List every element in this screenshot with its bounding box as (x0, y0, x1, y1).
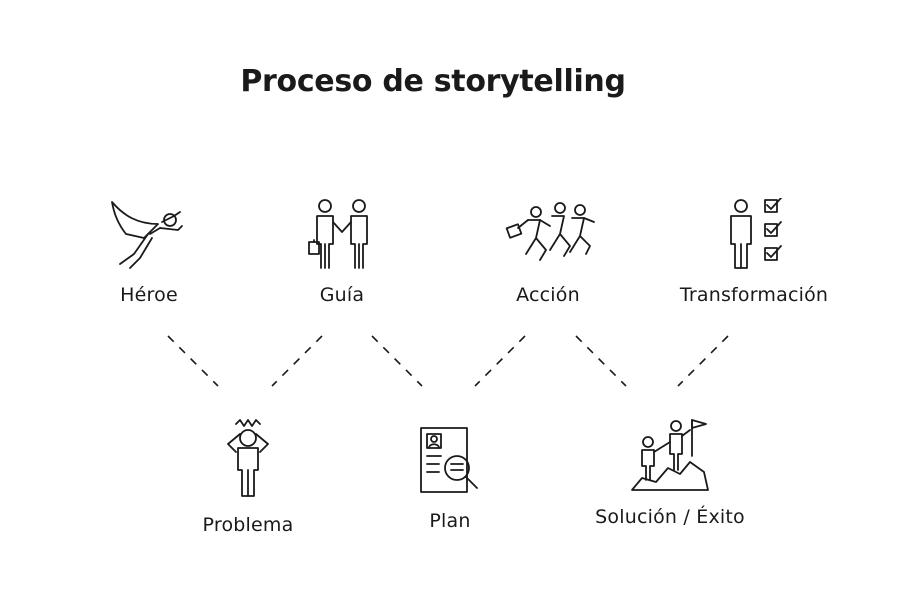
node-heroe: Héroe (39, 198, 259, 306)
person-checklist-icon (730, 198, 782, 269)
mountain-climbers-flag-icon (631, 419, 709, 491)
connector-guia-plan (371, 335, 423, 387)
node-problema: Problema (138, 418, 358, 536)
node-guia: Guía (232, 198, 452, 306)
node-label-heroe: Héroe (120, 284, 178, 306)
page-title: Proceso de storytelling (240, 64, 626, 99)
stressed-person-icon (227, 419, 269, 497)
node-label-solucion-exito: Solución / Éxito (595, 506, 745, 528)
connector-guia-problema (271, 335, 323, 387)
running-people-icon (505, 202, 595, 261)
node-transformacion: Transformación (644, 198, 864, 306)
node-solucion-exito: Solución / Éxito (560, 416, 780, 528)
node-accion: Acción (438, 198, 658, 306)
node-label-problema: Problema (202, 514, 294, 536)
connector-transformacion-solucion (677, 335, 729, 387)
node-label-transformacion: Transformación (679, 284, 829, 306)
node-label-plan: Plan (429, 510, 471, 532)
node-label-guia: Guía (319, 284, 365, 306)
node-plan: Plan (340, 424, 560, 532)
connector-accion-plan (474, 335, 526, 387)
handshake-icon (308, 199, 368, 269)
document-magnifier-icon (420, 427, 478, 493)
connector-heroe-problema (167, 335, 219, 387)
connector-accion-solucion (575, 335, 627, 387)
superhero-flying-icon (111, 201, 183, 269)
node-label-accion: Acción (516, 284, 580, 306)
